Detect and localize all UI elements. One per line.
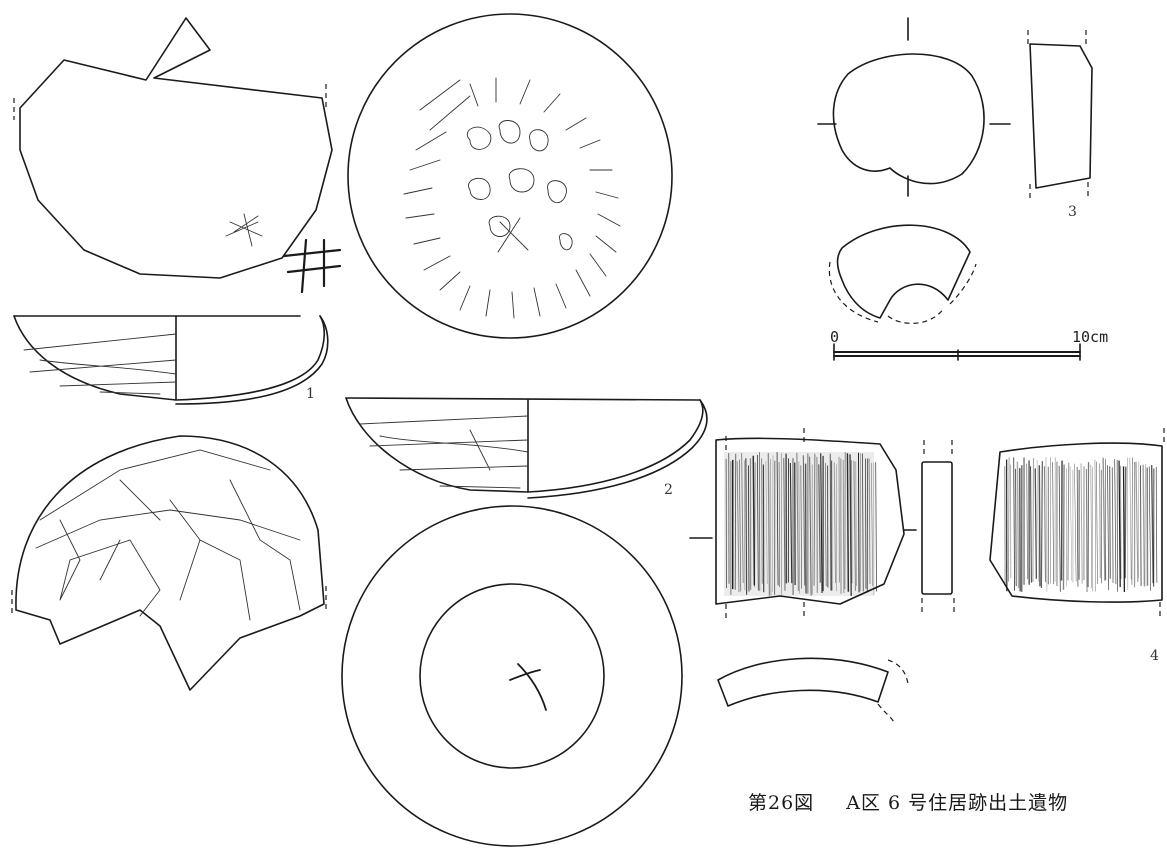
- caption-title: A区 6 号住居跡出土遺物: [846, 788, 1068, 815]
- artifact-1-underside: [12, 436, 326, 690]
- artifact-3-plan: [818, 18, 1010, 196]
- scale-end-label: 10cm: [1072, 328, 1108, 346]
- artifact-1-top-view: [14, 18, 332, 278]
- artifact-4-section: [718, 658, 908, 722]
- scale-start-label: 0: [830, 328, 839, 346]
- scale-bar: [834, 344, 1080, 360]
- artifact-3-side: [1028, 30, 1092, 200]
- artifact-4-profile: [922, 440, 954, 614]
- artifact-label-4: 4: [1150, 648, 1159, 664]
- artifact-label-3: 3: [1068, 204, 1077, 220]
- caption-number: 第26図: [748, 788, 814, 815]
- artifact-4-back-texture: [1005, 457, 1157, 592]
- artifact-2-section: [346, 398, 707, 498]
- artifact-label-2: 2: [664, 482, 673, 498]
- artifact-label-1: 1: [306, 386, 315, 402]
- artifact-2-base-view: [348, 14, 672, 338]
- artifact-2-interior-view: [342, 506, 682, 846]
- artifact-3-section: [829, 225, 976, 323]
- artifact-1-section: [14, 316, 328, 404]
- artifact-1-incised-mark: [284, 240, 340, 292]
- figure-caption: 第26図 A区 6 号住居跡出土遺物: [748, 788, 1068, 815]
